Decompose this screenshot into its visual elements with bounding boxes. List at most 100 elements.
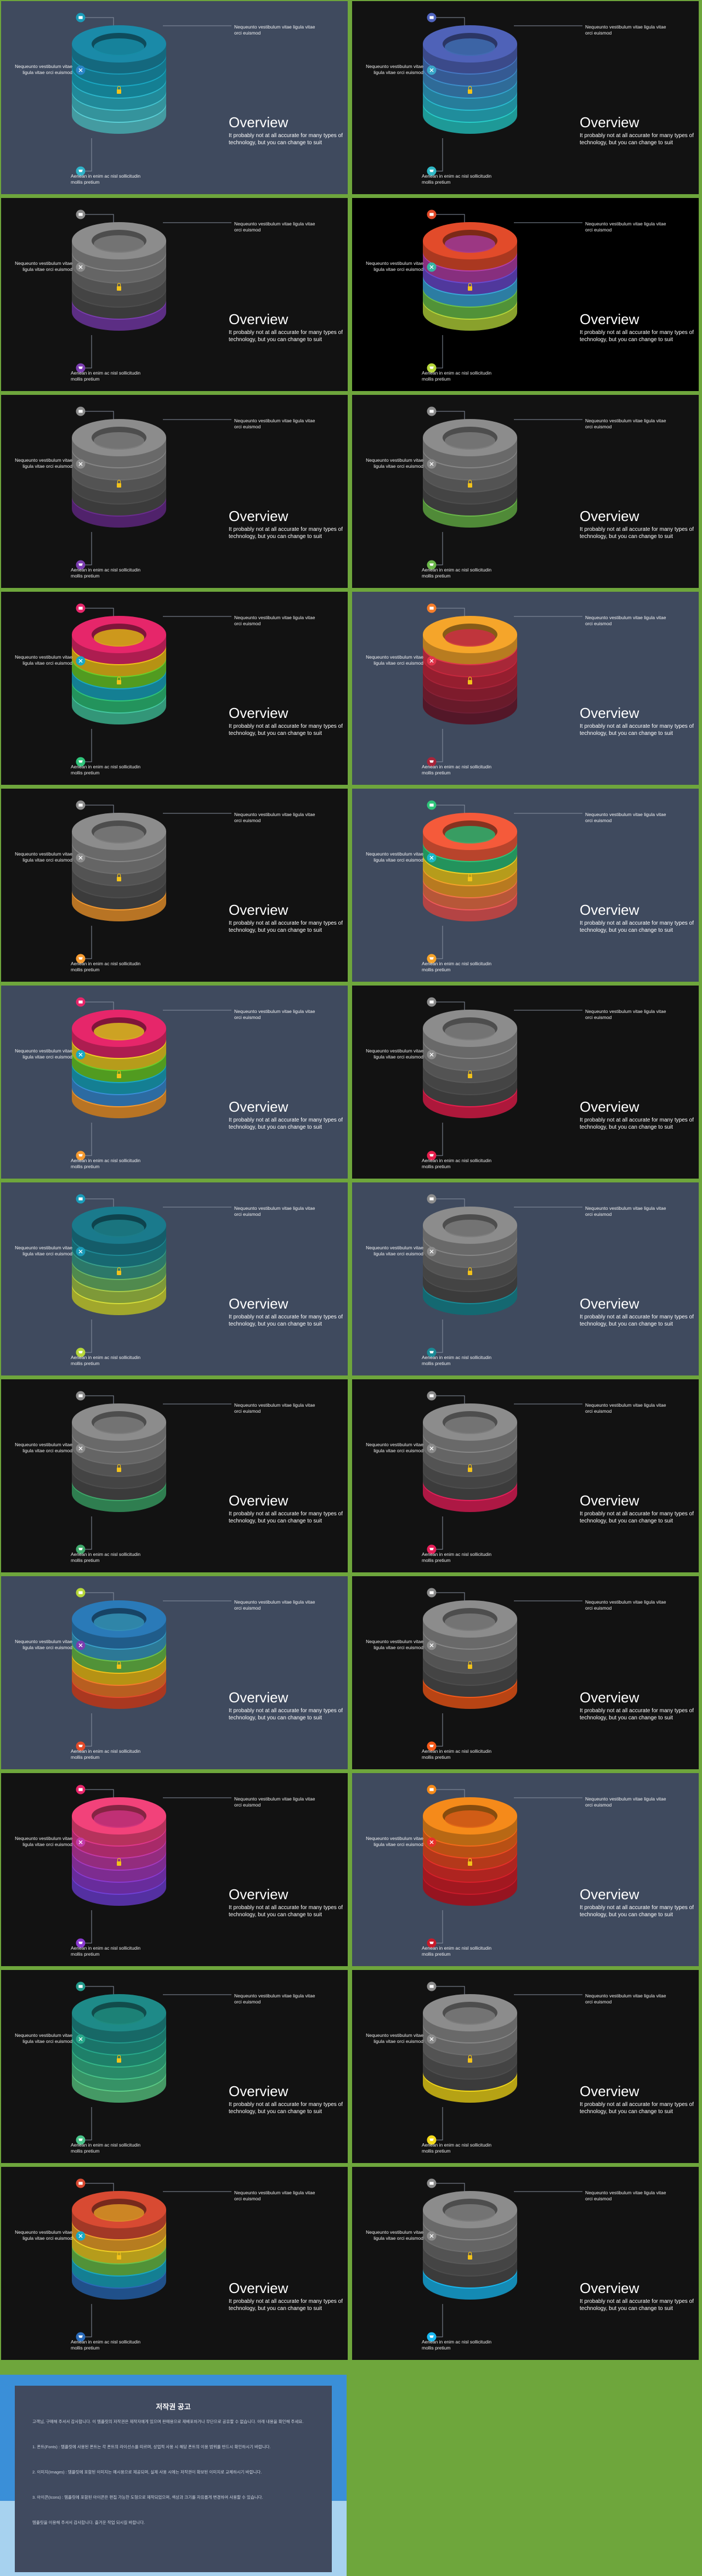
top-icon [427, 603, 437, 613]
top-icon [76, 210, 86, 219]
overview-body: It probably not at all accurate for many… [229, 1314, 343, 1327]
overview-title: Overview [229, 2083, 288, 2099]
ring-stack-diagram [72, 13, 231, 176]
overview-title: Overview [229, 1689, 288, 1706]
top-icon [427, 210, 437, 219]
lock-icon [117, 873, 121, 881]
tools-icon [76, 262, 86, 272]
lock-icon [117, 2251, 121, 2260]
overview-body: It probably not at all accurate for many… [580, 1905, 694, 1918]
label-left: Nequeunto vestibulum vitae ligula vitae … [15, 851, 72, 863]
slide-10: Nequeunto vestibulum vitae ligula vitae … [352, 789, 699, 982]
tools-icon [76, 1247, 86, 1256]
tools-icon [427, 1443, 437, 1453]
label-top: Nequeunto vestibulum vitae ligula vitae … [234, 24, 315, 36]
label-top: Nequeunto vestibulum vitae ligula vitae … [234, 418, 315, 429]
label-left: Nequeunto vestibulum vitae ligula vitae … [366, 1836, 423, 1847]
lock-icon [468, 1464, 472, 1472]
slide-14: Nequeunto vestibulum vitae ligula vitae … [352, 1182, 699, 1375]
slide-22: Nequeunto vestibulum vitae ligula vitae … [352, 1970, 699, 2163]
label-left: Nequeunto vestibulum vitae ligula vitae … [366, 457, 423, 469]
ring-stack-diagram [72, 997, 231, 1160]
top-icon [427, 1981, 437, 1991]
ring-stack-diagram [72, 1391, 231, 1554]
overview-body: It probably not at all accurate for many… [580, 723, 694, 737]
tools-icon [76, 2231, 86, 2241]
notice-paragraph-4: 3. 아이콘(Icons) : 템플릿에 포함된 아이콘은 편집 가능한 도형으… [32, 2495, 263, 2500]
lock-icon [117, 2054, 121, 2063]
label-bottom: Aenean in enim ac nisl sollicitudin moll… [71, 1552, 141, 1563]
ring-stack-diagram [72, 1981, 231, 2145]
connector-bottom [432, 1123, 443, 1156]
tools-icon [427, 2231, 437, 2241]
label-left: Nequeunto vestibulum vitae ligula vitae … [366, 64, 423, 75]
slide-11: Nequeunto vestibulum vitae ligula vitae … [1, 986, 348, 1179]
overview-title: Overview [229, 311, 288, 327]
cart-icon [76, 560, 86, 570]
overview-title: Overview [580, 2280, 639, 2296]
connector-bottom [432, 729, 443, 762]
overview-body: It probably not at all accurate for many… [229, 1708, 343, 1721]
cart-icon [427, 1544, 437, 1554]
ring-stack-diagram [72, 800, 231, 964]
tools-icon [427, 1247, 437, 1256]
cart-icon [427, 1151, 437, 1160]
label-bottom: Aenean in enim ac nisl sollicitudin moll… [422, 1158, 492, 1169]
label-bottom: Aenean in enim ac nisl sollicitudin moll… [422, 1945, 492, 1957]
lock-icon [117, 676, 121, 684]
ring-stack-diagram [423, 2178, 582, 2342]
lock-icon [468, 282, 472, 291]
top-icon [76, 406, 86, 416]
connector-bottom [432, 1516, 443, 1550]
label-bottom: Aenean in enim ac nisl sollicitudin moll… [71, 173, 141, 185]
tools-icon [76, 1050, 86, 1060]
overview-body: It probably not at all accurate for many… [580, 1117, 694, 1130]
cart-icon [427, 757, 437, 767]
label-top: Nequeunto vestibulum vitae ligula vitae … [234, 1402, 315, 1414]
tools-icon [427, 1050, 437, 1060]
top-icon [427, 1391, 437, 1401]
overview-body: It probably not at all accurate for many… [580, 2102, 694, 2115]
label-left: Nequeunto vestibulum vitae ligula vitae … [15, 1048, 72, 1060]
slide-20: Nequeunto vestibulum vitae ligula vitae … [352, 1773, 699, 1966]
connector-bottom [432, 335, 443, 369]
label-bottom: Aenean in enim ac nisl sollicitudin moll… [71, 2339, 141, 2351]
label-left: Nequeunto vestibulum vitae ligula vitae … [366, 2229, 423, 2241]
slide-4: Nequeunto vestibulum vitae ligula vitae … [352, 198, 699, 391]
lock-icon [468, 2251, 472, 2260]
cart-icon [76, 2332, 86, 2342]
top-icon [76, 2178, 86, 2188]
slide-8: Nequeunto vestibulum vitae ligula vitae … [352, 592, 699, 785]
overview-title: Overview [229, 2280, 288, 2296]
label-left: Nequeunto vestibulum vitae ligula vitae … [15, 2033, 72, 2044]
top-icon [76, 1391, 86, 1401]
overview-title: Overview [229, 902, 288, 918]
overview-body: It probably not at all accurate for many… [580, 2298, 694, 2312]
overview-body: It probably not at all accurate for many… [229, 1117, 343, 1130]
ring-stack-diagram [423, 406, 582, 570]
cart-icon [427, 2332, 437, 2342]
notice-paragraph-3: 2. 이미지(Images) : 템플릿에 포함된 이미지는 예시용으로 제공되… [32, 2470, 262, 2475]
connector-bottom [81, 335, 92, 369]
ring-stack-diagram [423, 1785, 582, 1948]
label-top: Nequeunto vestibulum vitae ligula vitae … [234, 812, 315, 823]
cart-icon [76, 1938, 86, 1948]
slide-3: Nequeunto vestibulum vitae ligula vitae … [1, 198, 348, 391]
top-icon [76, 1194, 86, 1204]
label-top: Nequeunto vestibulum vitae ligula vitae … [234, 221, 315, 233]
slide-24: Nequeunto vestibulum vitae ligula vitae … [352, 2167, 699, 2360]
top-icon [427, 1785, 437, 1794]
lock-icon [468, 1858, 472, 1866]
label-top: Nequeunto vestibulum vitae ligula vitae … [585, 1993, 666, 2005]
ring-stack-diagram [423, 1981, 582, 2145]
label-left: Nequeunto vestibulum vitae ligula vitae … [366, 1639, 423, 1650]
label-left: Nequeunto vestibulum vitae ligula vitae … [15, 1639, 72, 1650]
label-top: Nequeunto vestibulum vitae ligula vitae … [585, 2190, 666, 2201]
notice-paragraph-1: 고객님, 구매해 주셔서 감사합니다. 이 템플릿의 저작권은 제작자에게 있으… [32, 2419, 304, 2424]
tools-icon [76, 1837, 86, 1847]
label-bottom: Aenean in enim ac nisl sollicitudin moll… [422, 1355, 492, 1366]
top-icon [427, 13, 437, 22]
lock-icon [468, 86, 472, 94]
slide-7: Nequeunto vestibulum vitae ligula vitae … [1, 592, 348, 785]
overview-body: It probably not at all accurate for many… [580, 920, 694, 933]
